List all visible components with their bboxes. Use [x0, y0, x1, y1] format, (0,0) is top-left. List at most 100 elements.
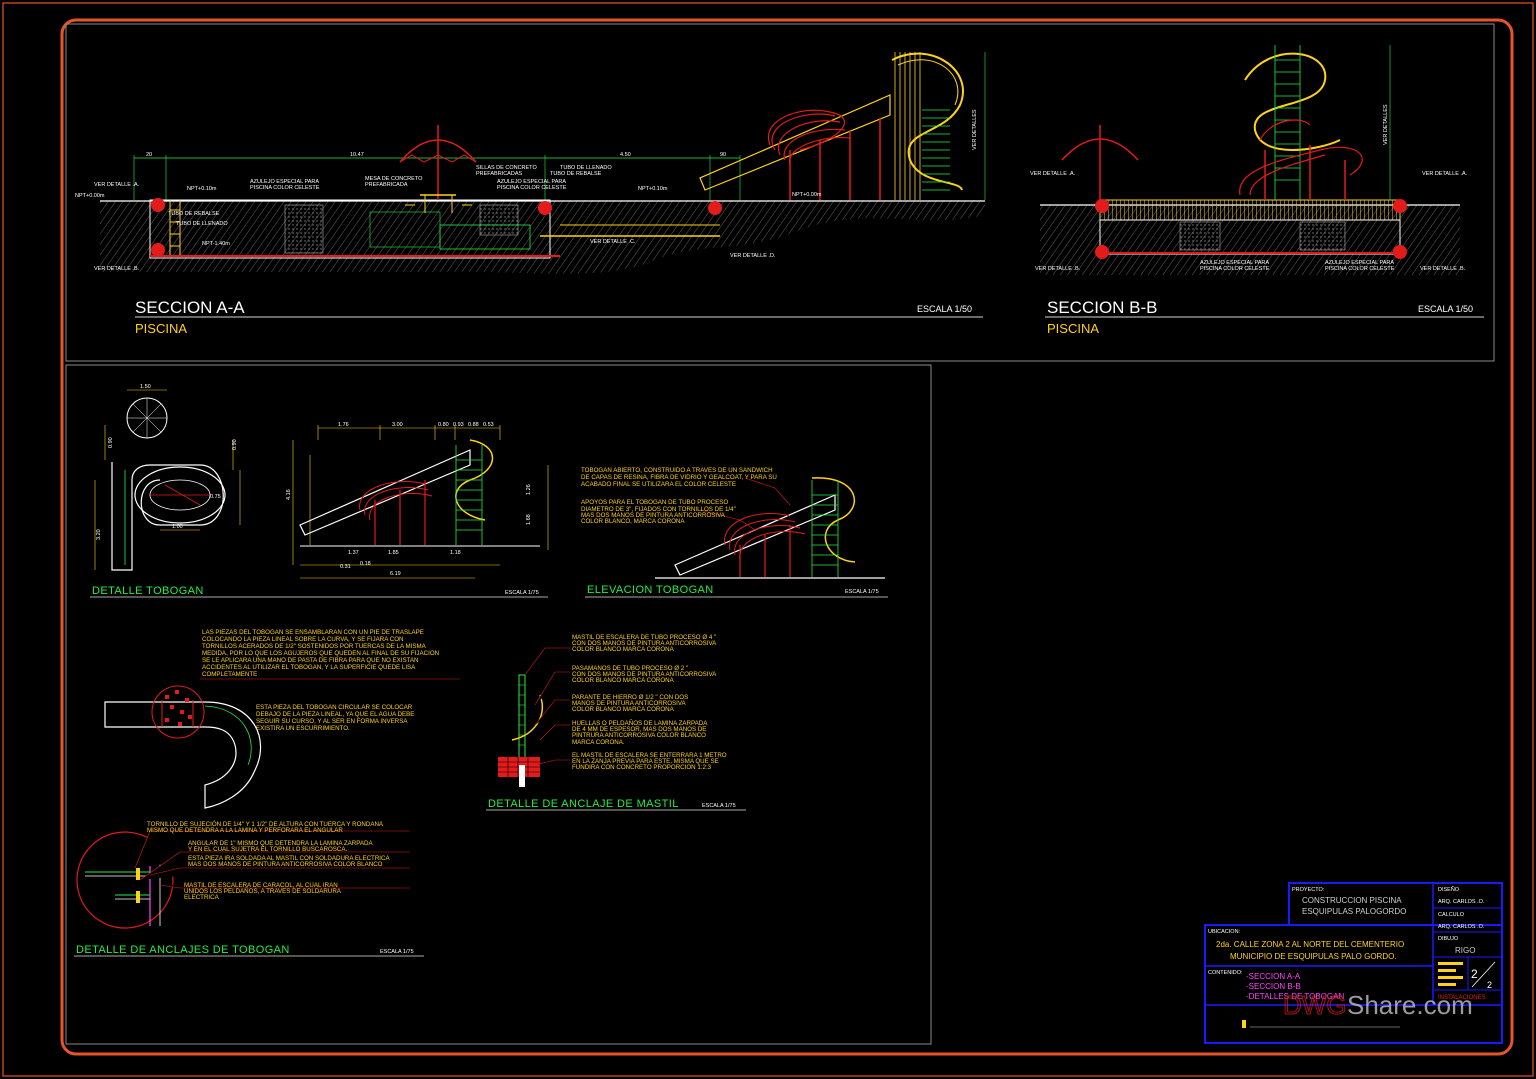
note-mast-8: MANOS DE PINTURA ANTICORROSIVA [572, 700, 687, 707]
label-tubo-rebalse-1: TUBO DE REBALSE [168, 211, 220, 217]
dim-150-plan: 1.50 [140, 384, 151, 390]
tb-contenido-1: -SECCION A-A [1246, 972, 1301, 981]
dim-416: 4.16 [286, 489, 292, 500]
note-mast-14: EL MASTIL DE ESCALERA SE ENTERRARA 1 MET… [572, 752, 727, 759]
tb-contenido-label: CONTENIDO: [1208, 970, 1243, 976]
detail-elevacion-scale: ESCALA 1/75 [845, 589, 879, 595]
note-mast-3: COLOR BLANCO MARCA CORONA [572, 646, 675, 653]
note-anc-2: MISMO QUE DETENDRA A LA LAMINA Y PERFORA… [147, 827, 343, 834]
sections-panel [65, 23, 1495, 362]
tb-sheet-type: INSTALACIONES [1438, 995, 1486, 1001]
section-b-b-scale: ESCALA 1/50 [1418, 304, 1473, 314]
label-piscina-celeste-4: PISCINA COLOR CELESTE [1325, 266, 1395, 272]
label-piscina-celeste-2: PISCINA COLOR CELESTE [497, 185, 567, 191]
piezas-detail-drawing: LAS PIEZAS DEL TOBOGAN SE ENSAMBLARAN CO… [104, 629, 460, 809]
dim-090-plan: 0.90 [108, 437, 114, 448]
note-circ-2: DEBAJO DE LA PIEZA LINEAL, YA QUE EL AGU… [256, 711, 414, 718]
label-ver-detalle-a-3: VER DETALLE .A. [1422, 171, 1468, 177]
tb-diseno: ARQ. CARLOS .O. [1438, 899, 1485, 905]
detail-elevacion-title: ELEVACION TOBOGAN [587, 584, 714, 596]
title-block [1204, 882, 1503, 1044]
note-pieza-2: COLOCANDO LA PIEZA LINEAL SOBRE LA CURVA… [202, 636, 404, 643]
note-pieza-5: SE LE APLICARA UNA MANO DE PASTA DE FIBR… [202, 657, 419, 664]
label-tubo-llenado-2: TUBO DE LLENADO [560, 165, 612, 171]
note-mast-16: FUNDIRA CON CONCRETO PROPORCION 1:2:3 [572, 764, 712, 771]
tb-proyecto-label: PROYECTO: [1292, 887, 1325, 893]
anclajes-tobogan-drawing: TORNILLO DE SUJECIÓN DE 1/4" Y 1 1/2" DE… [76, 821, 410, 929]
note-anc-6: MAS DOS MANOS DE PINTURA ANTICORROSIVA C… [188, 861, 383, 868]
dim-018: 0.18 [360, 561, 371, 567]
note-pieza-4: MEDIDA, POR LO QUE LOS AGUJEROS QUE QUED… [202, 650, 439, 657]
label-sillas: SILLAS DE CONCRETO [476, 165, 537, 171]
note-elev-3: ACABADO FINAL SE UTILIZARA EL COLOR CELE… [581, 481, 736, 488]
label-npt-000-b: NPT+0.00m [792, 192, 822, 198]
note-mast-5: CON DOS MANOS DE PINTURA ANTICORROSIVA [572, 671, 717, 678]
label-ver-detalle-c: VER DETALLE .C. [590, 239, 636, 245]
note-mast-9: COLOR BLANCO MARCA CORONA [572, 706, 675, 713]
dim-185: 1.85 [388, 550, 399, 556]
note-mast-10: HUELLAS O PELDAÑOS DE LAMINA ZARPADA [572, 720, 708, 727]
section-a-a-title: SECCION A-A [135, 298, 245, 317]
section-b-b-subtitle: PISCINA [1047, 321, 1099, 336]
section-b-b-title: SECCION B-B [1047, 298, 1158, 317]
label-ver-detalles-b: VER DETALLES [1383, 104, 1389, 145]
label-ver-detalle-d: VER DETALLE .D. [730, 253, 776, 259]
dim-031: 0.31 [340, 564, 351, 570]
note-elev-4: APOYOS PARA EL TOBOGAN DE TUBO PROCESO [581, 499, 728, 506]
note-mast-1: MASTIL DE ESCALERA DE TUBO PROCESO Ø 4 " [572, 634, 716, 641]
label-prefabricada: PREFABRICADA [365, 182, 408, 188]
note-pieza-6: ACCIDENTES AL UTILIZAR EL TOBOGAN, Y LA … [202, 664, 416, 671]
label-npt-000: NPT+0.00m [75, 193, 105, 199]
note-pieza-7: COMPLETAMENTE [202, 671, 257, 678]
watermark-share: Share.com [1347, 990, 1473, 1020]
label-prefabricadas: PREFABRICADAS [476, 171, 522, 177]
label-npt-140: NPT-1.40m [202, 241, 230, 247]
detail-mastil-title: DETALLE DE ANCLAJE DE MASTIL [488, 798, 679, 810]
label-azulejo-1: AZULEJO ESPECIAL PARA [250, 179, 319, 185]
label-ver-detalle-a-2: VER DETALLE .A. [1030, 171, 1076, 177]
dim-137: 1.37 [348, 550, 359, 556]
dim-100-plan: 1.00 [172, 524, 183, 530]
section-b-b-drawing: VER DETALLES VER DETALLE .A. VER DETALLE… [1030, 45, 1468, 275]
dim-176: 1.76 [338, 422, 349, 428]
note-anc-7: MASTIL DE ESCALERA DE CARACOL, AL CUAL I… [184, 882, 338, 889]
tb-ubicacion-1: 2da. CALLE ZONA 2 AL NORTE DEL CEMENTERI… [1216, 940, 1404, 949]
section-a-a-scale: ESCALA 1/50 [917, 304, 972, 314]
note-elev-7: COLOR BLANCO, MARCA CORONA [581, 518, 685, 525]
tb-sheet-num: 2 [1471, 967, 1478, 981]
detail-tobogan-drawing: 1.50 0.90 0.90 0.75 1.00 3.20 [94, 384, 549, 579]
tb-contenido-3: -DETALLES DE TOBOGAN [1246, 992, 1344, 1001]
note-anc-5: ESTA PIEZA IRA SOLDADA AL MASTIL CON SOL… [188, 855, 390, 862]
tb-diseno-label: DISEÑO [1438, 886, 1460, 893]
watermark-dwg: DWG [1283, 990, 1347, 1020]
dim-118: 1.18 [450, 550, 461, 556]
label-azulejo-3: AZULEJO ESPECIAL PARA [1200, 260, 1269, 266]
tb-proyecto-1: CONSTRUCCION PISCINA [1302, 896, 1402, 905]
anclaje-mastil-drawing: MASTIL DE ESCALERA DE TUBO PROCESO Ø 4 "… [498, 634, 727, 787]
dim-075-plan: 0.75 [210, 494, 221, 500]
label-mesa: MESA DE CONCRETO [365, 176, 423, 182]
dim-a-1047: 10.47 [350, 152, 364, 158]
elevacion-tobogan-drawing: TOBOGAN ABIERTO, CONSTRUIDO A TRAVES DE … [581, 467, 885, 579]
label-tubo-llenado-1: TUBO DE LLENADO [176, 221, 228, 227]
sheet-border [60, 18, 1514, 1056]
label-ver-detalles-a: VER DETALLES [972, 109, 978, 150]
note-mast-13: MARCA CORONA. [572, 739, 625, 746]
note-mast-2: CON DOS MANOS DE PINTURA ANTICORROSIVA [572, 640, 717, 647]
label-npt-010: NPT+0.10m [187, 186, 217, 192]
note-elev-5: DIAMETRO DE 3", FIJADOS CON TORNILLOS DE… [581, 506, 736, 513]
detail-anclajes-title: DETALLE DE ANCLAJES DE TOBOGAN [76, 944, 290, 956]
note-mast-15: EN LA ZANJA PREVIA PARA ESTE, MISMA QUE … [572, 758, 719, 765]
label-npt-010-b: NPT+0.10m [638, 186, 668, 192]
dim-a-90: 90 [720, 152, 726, 158]
note-anc-3: ANGULAR DE 1" MISMO QUE DETENDRA LA LAMI… [188, 840, 374, 847]
label-tubo-rebalse-2: TUBO DE REBALSE [550, 171, 602, 177]
note-mast-6: COLOR BLANCO MARCA CORONA [572, 677, 675, 684]
note-anc-4: Y EN EL CUAL SUJETRA EL TORNILLO BUSCARO… [188, 846, 347, 853]
tb-ubicacion-label: UBICACION: [1208, 929, 1241, 935]
details-panel [65, 364, 932, 1045]
tb-dibujo-label: DIBUJO [1438, 936, 1459, 942]
dim-619: 6.19 [390, 571, 401, 577]
tb-proyecto-2: ESQUIPULAS PALOGORDO [1302, 907, 1406, 916]
label-piscina-celeste-1: PISCINA COLOR CELESTE [250, 185, 320, 191]
